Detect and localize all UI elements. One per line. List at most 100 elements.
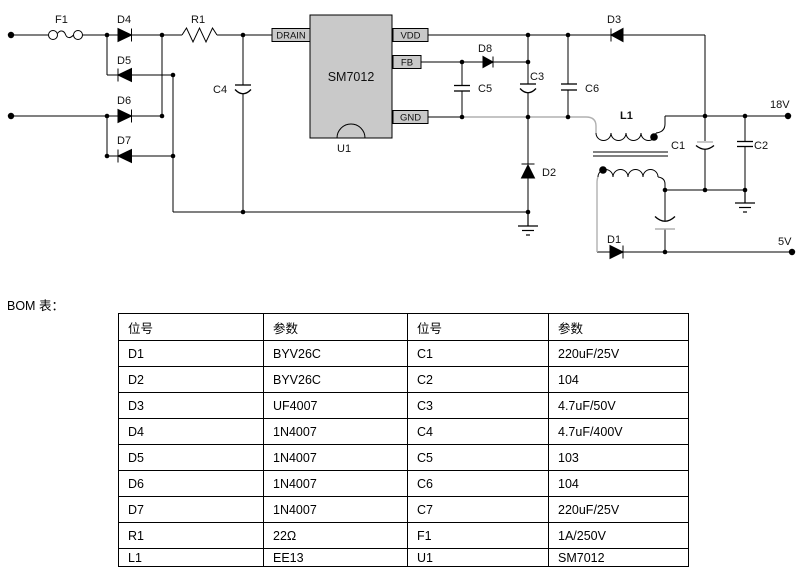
- label-c6: C6: [585, 83, 599, 95]
- label-d1: D1: [607, 234, 621, 246]
- bom-cell: 220uF/25V: [548, 340, 689, 367]
- ic-body: [309, 14, 393, 139]
- bom-cell: BYV26C: [263, 340, 408, 367]
- bom-header-cell: 参数: [548, 313, 689, 341]
- bom-cell: 104: [548, 470, 689, 497]
- pin-label-vdd: VDD: [400, 31, 420, 42]
- bom-cell: D3: [118, 392, 264, 419]
- ic-notch: [336, 123, 366, 139]
- bom-cell: C1: [407, 340, 549, 367]
- inductor-l1-symbol: [593, 132, 668, 178]
- diode-d3-symbol: [609, 27, 624, 43]
- bom-cell: 1N4007: [263, 496, 408, 523]
- fuse-f1-symbol: [48, 30, 83, 40]
- output-terminal-5v: [788, 248, 796, 256]
- bom-cell: 1N4007: [263, 418, 408, 445]
- pin-label-fb: FB: [401, 58, 413, 69]
- bom-cell: 1A/250V: [548, 522, 689, 549]
- label-18v: 18V: [770, 99, 790, 111]
- label-c1: C1: [671, 140, 685, 152]
- ground-symbol-secondary: [735, 190, 755, 213]
- diode-d6-symbol: [117, 108, 133, 124]
- pin-box-vdd: [392, 28, 429, 42]
- label-d2: D2: [542, 167, 556, 179]
- pin-box-drain: [271, 28, 311, 42]
- label-f1: F1: [55, 14, 68, 26]
- bom-cell: C5: [407, 444, 549, 471]
- capacitor-c2-symbol: [737, 140, 753, 148]
- bom-cell: BYV26C: [263, 366, 408, 393]
- label-d3: D3: [607, 14, 621, 26]
- capacitor-c3-symbol: [519, 83, 537, 94]
- bom-cell: R1: [118, 522, 264, 549]
- circuit-schematic: SM7012 DRAIN VDD FB GND U1: [7, 14, 796, 260]
- pin-box-gnd: [392, 110, 429, 124]
- label-c2: C2: [754, 140, 768, 152]
- pin-box-fb: [392, 55, 422, 69]
- bom-cell: C7: [407, 496, 549, 523]
- bom-cell: 22Ω: [263, 522, 408, 549]
- bom-cell: D2: [118, 366, 264, 393]
- ic-u1: SM7012 DRAIN VDD FB GND U1: [271, 14, 429, 155]
- diode-d8-symbol: [482, 55, 495, 69]
- resistor-r1-symbol: [181, 26, 218, 44]
- bom-header-cell: 位号: [118, 313, 264, 341]
- bom-cell: C4: [407, 418, 549, 445]
- diode-d2-symbol: [520, 163, 536, 179]
- label-c3: C3: [530, 71, 544, 83]
- capacitor-c5-symbol: [454, 84, 470, 92]
- label-c5: C5: [478, 83, 492, 95]
- capacitor-c6-symbol: [561, 83, 577, 91]
- label-d7: D7: [117, 135, 131, 147]
- terminal-dots: [7, 31, 796, 256]
- bom-cell: U1: [407, 548, 549, 567]
- label-d4: D4: [117, 14, 131, 26]
- bom-cell: D7: [118, 496, 264, 523]
- bom-cell: UF4007: [263, 392, 408, 419]
- diode-d7-symbol: [116, 148, 132, 164]
- bom-cell: D4: [118, 418, 264, 445]
- diode-d5-symbol: [116, 67, 132, 83]
- bom-caption: BOM 表：: [7, 299, 64, 313]
- label-d6: D6: [117, 95, 131, 107]
- pin-label-gnd: GND: [400, 113, 421, 124]
- bom-cell: C6: [407, 470, 549, 497]
- bom-cell: C2: [407, 366, 549, 393]
- capacitor-c7-symbol: [654, 216, 676, 222]
- bom-cell: 1N4007: [263, 470, 408, 497]
- capacitor-c1-symbol: [695, 144, 715, 150]
- label-r1: R1: [191, 14, 205, 26]
- ic-part-number: SM7012: [328, 70, 375, 84]
- label-l1: L1: [620, 110, 633, 122]
- winding-polarity-dot: [650, 133, 658, 141]
- diode-d1-symbol: [609, 244, 625, 260]
- bom-cell: 220uF/25V: [548, 496, 689, 523]
- bom-header-cell: 位号: [407, 313, 549, 341]
- label-5v: 5V: [778, 236, 792, 248]
- bom-header-row: 位号 参数 位号 参数: [118, 313, 689, 341]
- bom-cell: D5: [118, 444, 264, 471]
- bom-cell: SM7012: [548, 548, 689, 567]
- bom-cell: 4.7uF/50V: [548, 392, 689, 419]
- ac-input-terminal-2: [7, 112, 15, 120]
- pin-label-drain: DRAIN: [276, 31, 306, 42]
- bom-cell: EE13: [263, 548, 408, 567]
- bom-cell: D1: [118, 340, 264, 367]
- bom-cell: 1N4007: [263, 444, 408, 471]
- label-d8: D8: [478, 43, 492, 55]
- diode-d4-symbol: [117, 27, 133, 43]
- gray-traces: [462, 116, 713, 252]
- label-c4: C4: [213, 84, 227, 96]
- bom-header-cell: 参数: [263, 313, 408, 341]
- ac-input-terminal-1: [7, 31, 15, 39]
- junction-dots: [104, 32, 748, 255]
